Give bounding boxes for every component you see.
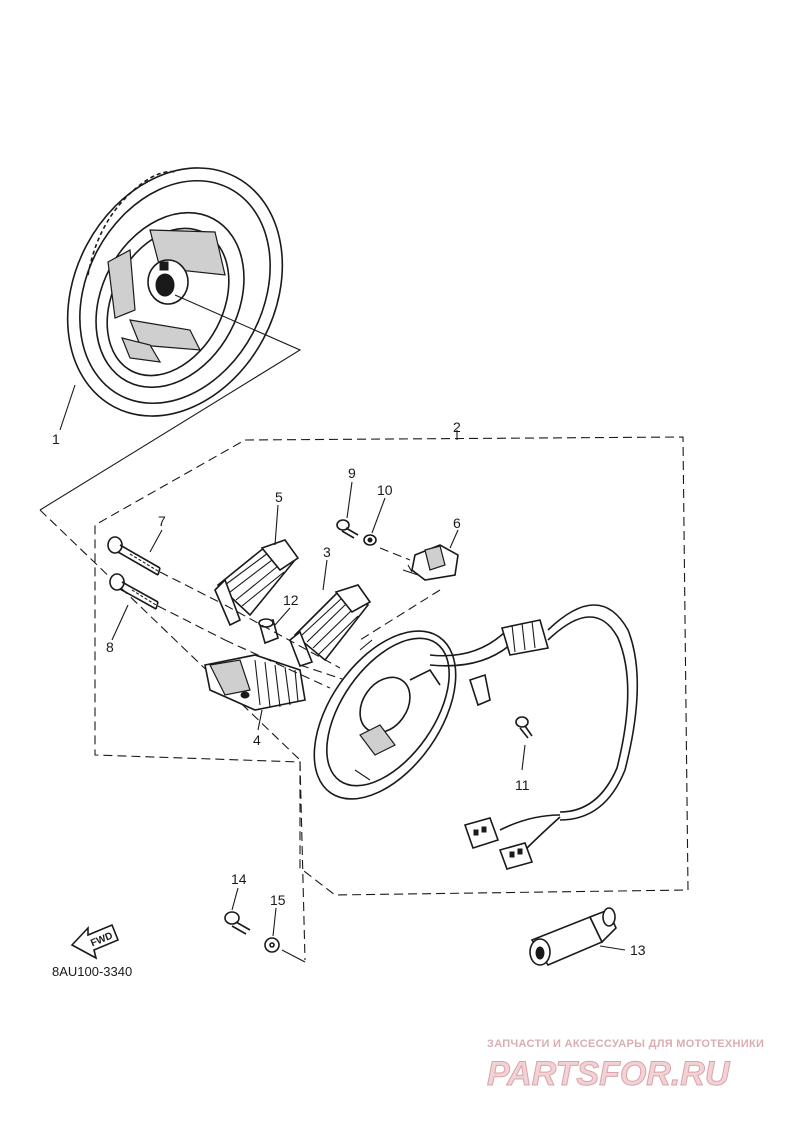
bolt-14: [224, 911, 251, 935]
pickup-6: [402, 544, 459, 581]
callout-12: 12: [283, 592, 299, 608]
watermark-tagline: ЗАПЧАСТИ И АКСЕССУАРЫ ДЛЯ МОТОТЕХНИКИ: [487, 1038, 764, 1050]
diagram-code: 8AU100-3340: [52, 964, 132, 979]
bolt-7: [107, 536, 161, 576]
watermark: ЗАПЧАСТИ И АКСЕССУАРЫ ДЛЯ МОТОТЕХНИКИ PA…: [487, 1038, 764, 1094]
stator-assembly-outline: [39, 430, 689, 961]
callout-14: 14: [231, 871, 247, 887]
watermark-logo: PARTSFOR.RU: [487, 1055, 731, 1093]
washer-10: [363, 534, 377, 546]
callout-11: 11: [515, 777, 530, 793]
callout-6: 6: [453, 515, 461, 531]
coil-3: [289, 584, 372, 668]
coil-5: [214, 539, 300, 627]
callout-3: 3: [323, 544, 331, 560]
leader-1: [39, 294, 302, 511]
callout-2: 2: [453, 419, 461, 435]
screw-11: [515, 716, 533, 739]
flywheel-rotor: [66, 167, 284, 417]
connector-a: [463, 817, 500, 849]
callout-9: 9: [348, 465, 356, 481]
coil-4: [204, 654, 306, 711]
callout-7: 7: [158, 513, 166, 529]
callout-4: 4: [253, 732, 261, 748]
washer-15: [264, 937, 280, 953]
callout-10: 10: [377, 482, 393, 498]
puller-13: [529, 907, 617, 967]
bolt-8: [109, 573, 159, 610]
spacer-12: [258, 618, 279, 645]
callout-8: 8: [106, 639, 114, 655]
callout-13: 13: [630, 942, 646, 958]
callout-15: 15: [270, 892, 286, 908]
callout-5: 5: [275, 489, 283, 505]
fwd-arrow: FWD: [70, 923, 120, 960]
connector-b: [498, 842, 534, 870]
callout-1: 1: [52, 431, 60, 447]
stator-plate: [313, 630, 491, 800]
screw-9: [336, 519, 359, 539]
wire-harness: [429, 604, 639, 851]
